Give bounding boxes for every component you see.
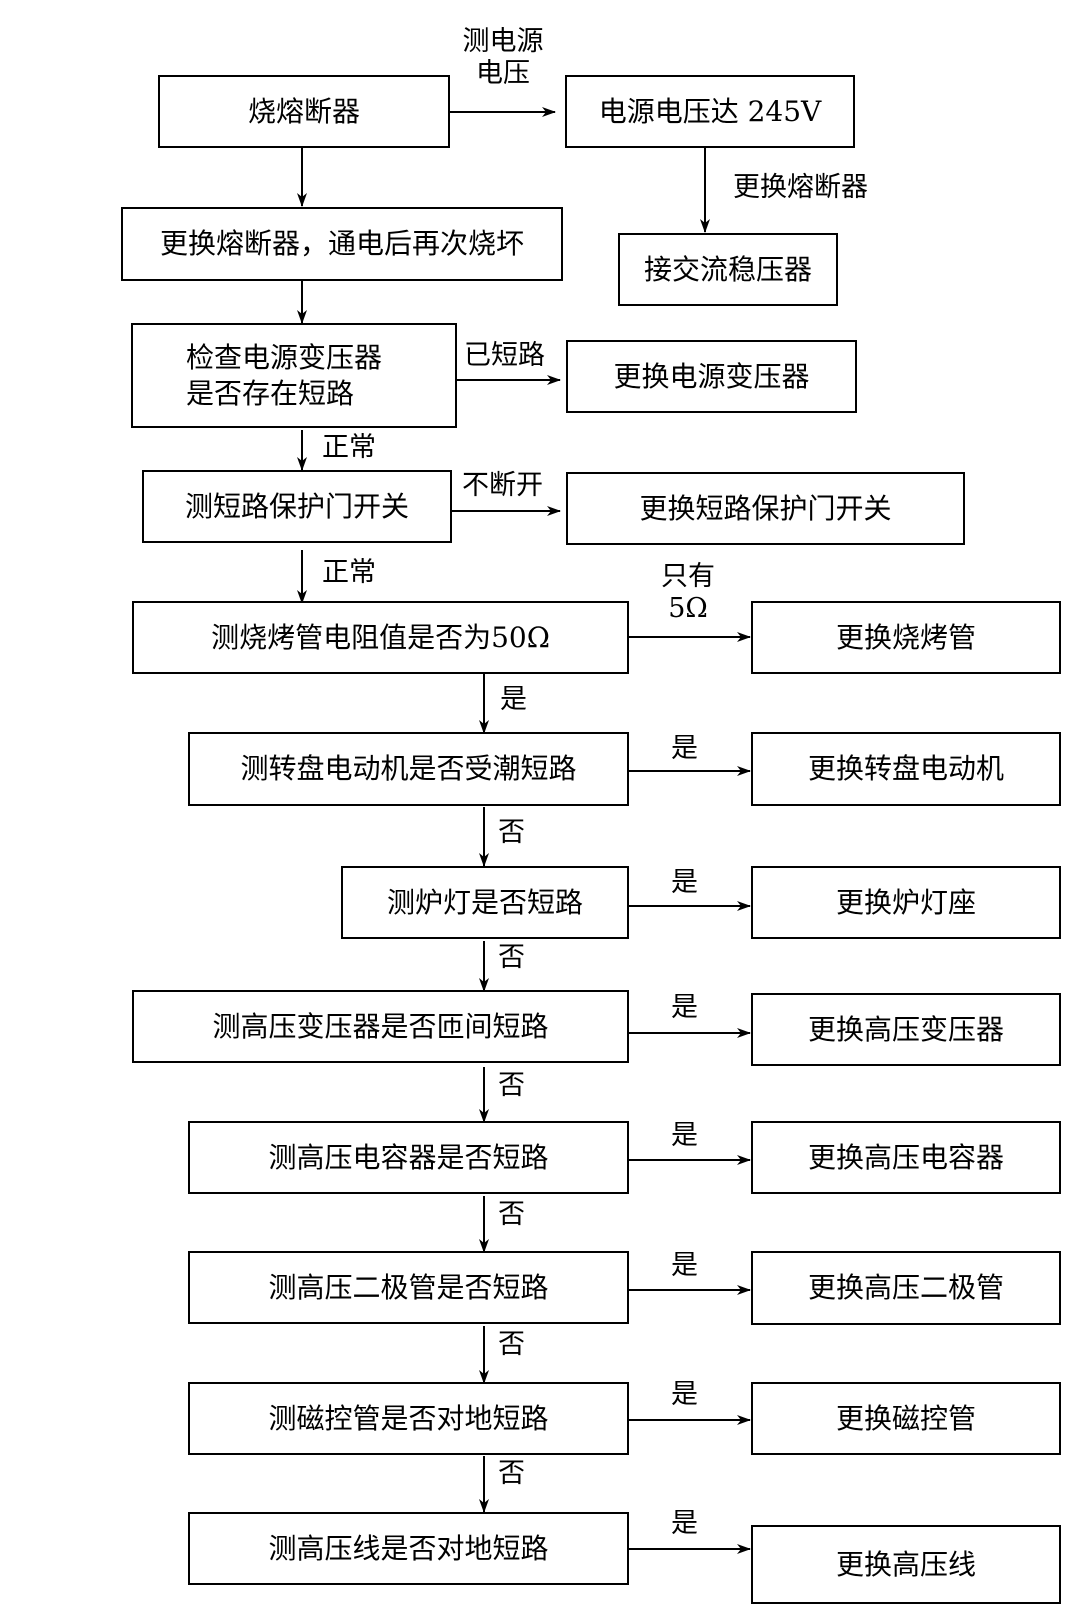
node-replace-hv-transformer: 更换高压变压器 (751, 993, 1061, 1066)
node-test-oven-lamp: 测炉灯是否短路 (341, 866, 629, 939)
node-replace-hv-wire: 更换高压线 (751, 1525, 1061, 1604)
node-check-transformer-line1: 检查电源变压器 (186, 340, 383, 374)
node-replace-turntable-motor: 更换转盘电动机 (751, 732, 1061, 806)
node-test-magnetron: 测磁控管是否对地短路 (188, 1382, 629, 1455)
node-test-hv-wire: 测高压线是否对地短路 (188, 1512, 629, 1585)
node-test-turntable-motor: 测转盘电动机是否受潮短路 (188, 732, 629, 806)
label-no-6: 否 (498, 1458, 525, 1489)
label-yes-2: 是 (671, 867, 698, 898)
label-normal-2: 正常 (322, 557, 376, 588)
label-yes-5: 是 (671, 1250, 698, 1281)
node-replace-fuse-again: 更换熔断器，通电后再次烧坏 (121, 207, 563, 281)
label-measure-supply: 测电源 电压 (448, 26, 558, 90)
label-no-1: 否 (498, 817, 525, 848)
label-yes-6: 是 (671, 1379, 698, 1410)
node-check-transformer-line2: 是否存在短路 (186, 376, 355, 410)
node-check-transformer: 检查电源变压器 是否存在短路 (131, 323, 457, 428)
node-replace-hv-capacitor: 更换高压电容器 (751, 1121, 1061, 1194)
node-test-hv-capacitor: 测高压电容器是否短路 (188, 1121, 629, 1194)
label-no-3: 否 (498, 1070, 525, 1101)
label-no-4: 否 (498, 1199, 525, 1230)
node-test-door-switch: 测短路保护门开关 (142, 470, 452, 543)
label-only-5-ohm: 只有 5Ω (638, 561, 738, 625)
label-not-open: 不断开 (462, 470, 543, 501)
label-normal-1: 正常 (322, 432, 376, 463)
node-test-grill-tube: 测烧烤管电阻值是否为50Ω (132, 601, 629, 674)
label-yes-4: 是 (671, 1120, 698, 1151)
node-replace-magnetron: 更换磁控管 (751, 1382, 1061, 1455)
label-no-5: 否 (498, 1329, 525, 1360)
label-shorted: 已短路 (464, 340, 545, 371)
node-burn-fuse: 烧熔断器 (158, 75, 450, 148)
node-test-hv-transformer: 测高压变压器是否匝间短路 (132, 990, 629, 1063)
node-supply-245v: 电源电压达 245V (565, 75, 855, 148)
node-ac-stabilizer: 接交流稳压器 (618, 233, 838, 306)
label-five-ohm: 5Ω (668, 593, 708, 624)
label-yes-down: 是 (500, 684, 527, 715)
node-replace-transformer: 更换电源变压器 (566, 340, 857, 413)
label-measure-supply-line1: 测电源 (462, 26, 544, 57)
label-measure-supply-line2: 电压 (476, 58, 530, 89)
label-yes-1: 是 (671, 733, 698, 764)
label-replace-fuse: 更换熔断器 (733, 172, 868, 203)
label-only-have: 只有 (661, 561, 715, 592)
node-replace-hv-diode: 更换高压二极管 (751, 1251, 1061, 1325)
label-no-2: 否 (498, 942, 525, 973)
label-yes-3: 是 (671, 992, 698, 1023)
label-yes-7: 是 (671, 1508, 698, 1539)
node-replace-door-switch: 更换短路保护门开关 (566, 472, 965, 545)
node-replace-grill-tube: 更换烧烤管 (751, 601, 1061, 674)
node-replace-lamp-socket: 更换炉灯座 (751, 866, 1061, 939)
node-test-hv-diode: 测高压二极管是否短路 (188, 1251, 629, 1324)
